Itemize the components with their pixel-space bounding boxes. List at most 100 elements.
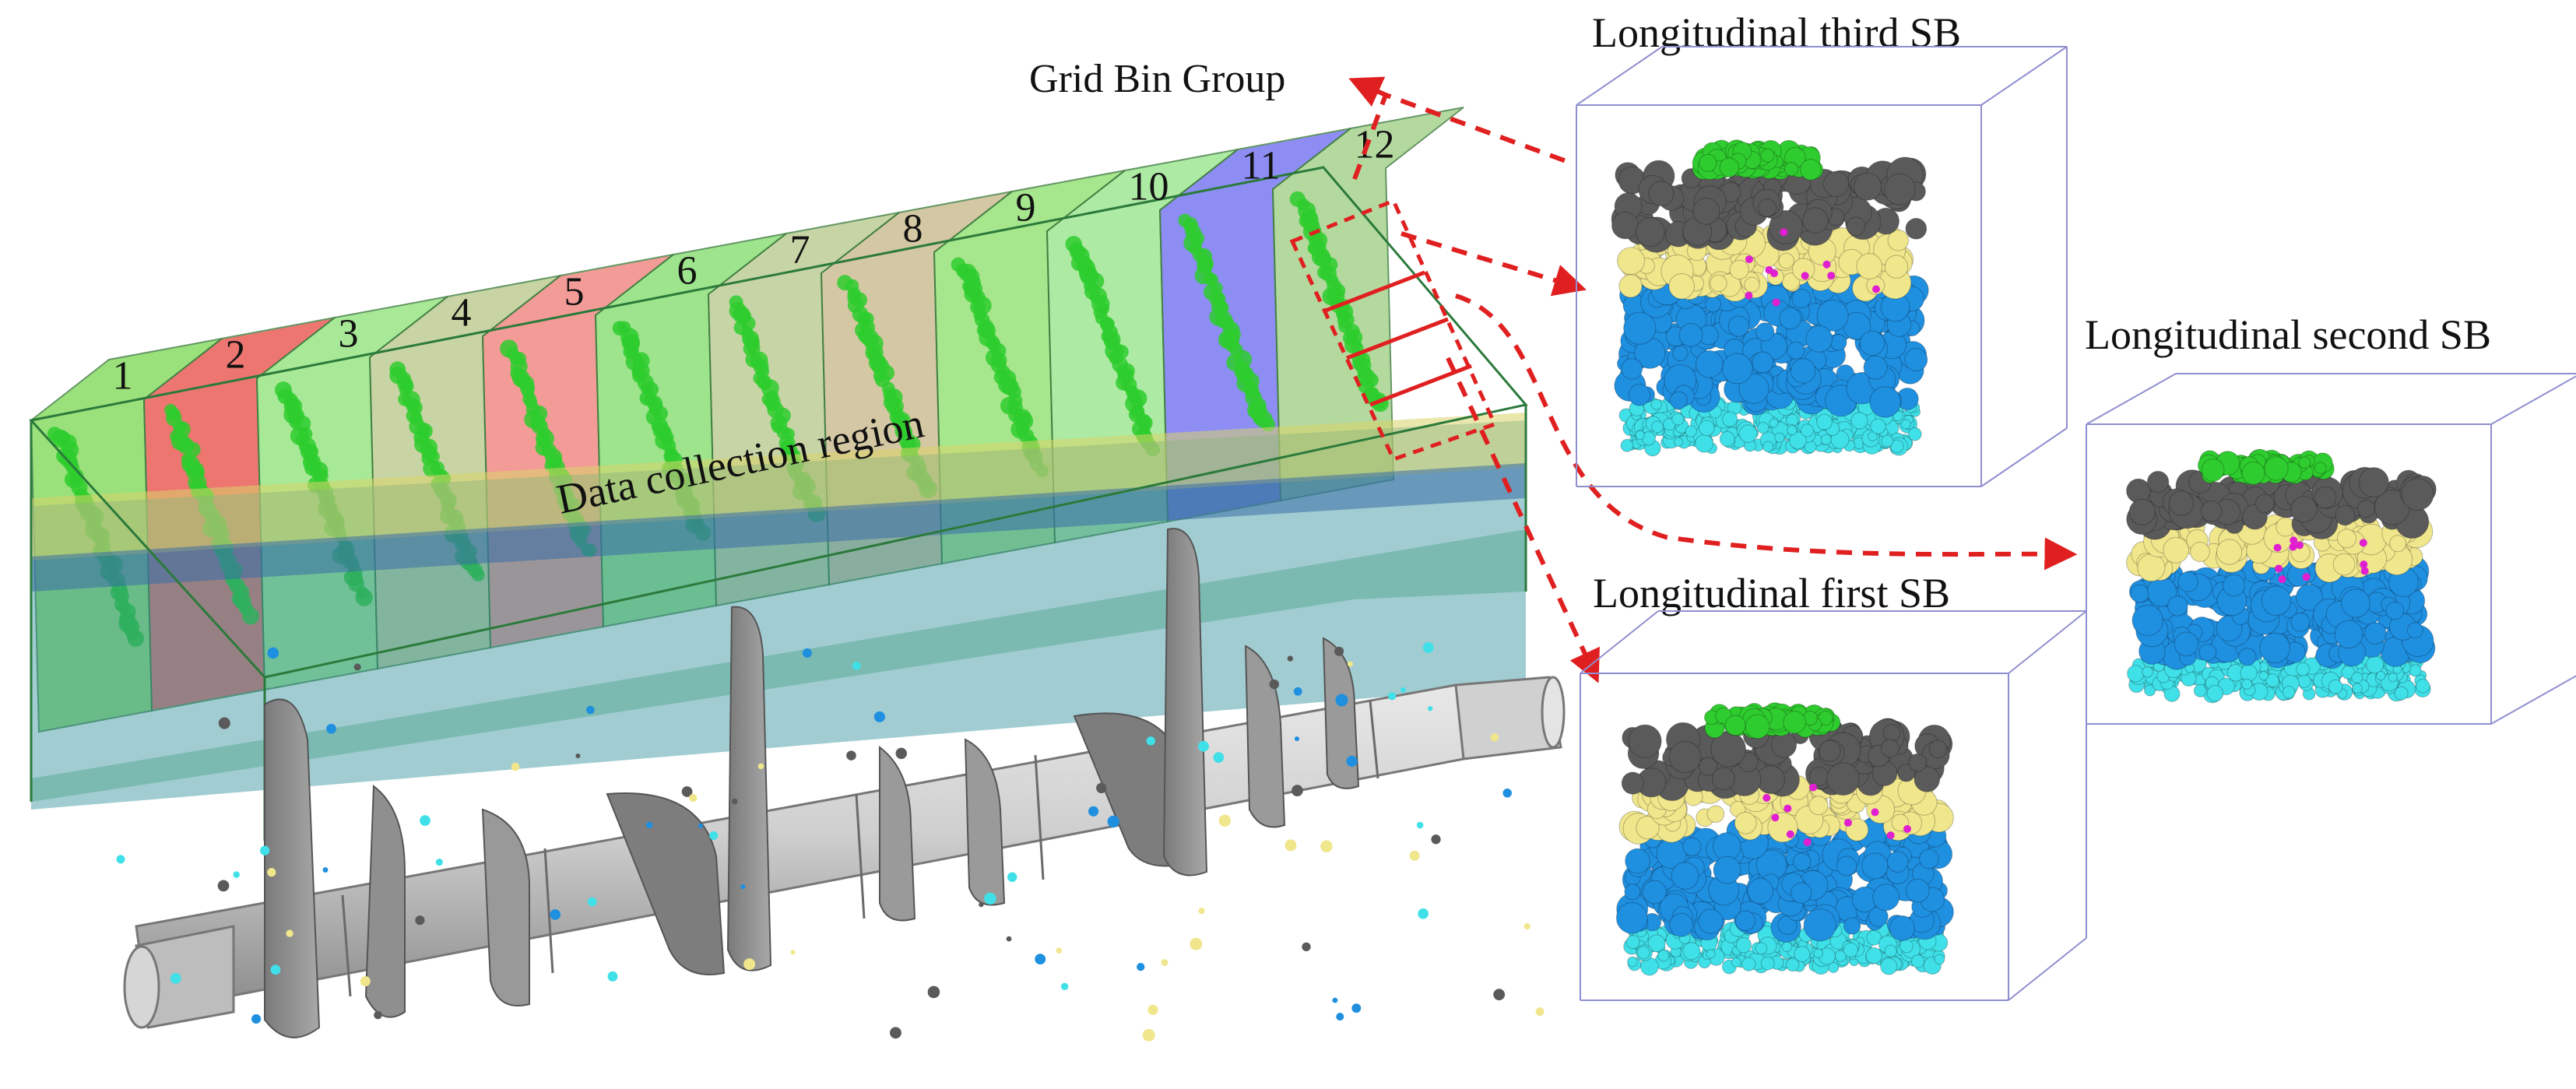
stray-particle <box>1190 937 1203 950</box>
particle <box>1096 302 1110 315</box>
particle <box>1628 383 1651 406</box>
stray-particle <box>698 823 704 828</box>
particle <box>1721 353 1753 385</box>
particle <box>1102 325 1118 340</box>
particle <box>1868 431 1878 441</box>
particle <box>1755 942 1768 955</box>
stray-particle <box>1428 706 1433 711</box>
particle <box>1137 415 1153 431</box>
particle <box>1738 373 1769 404</box>
particle <box>1789 431 1807 450</box>
particle <box>2216 539 2243 565</box>
particle <box>1678 322 1703 347</box>
stray-particle <box>322 867 329 873</box>
stray-particle <box>979 902 984 908</box>
particle <box>1731 957 1741 968</box>
particle <box>859 319 876 335</box>
particle <box>2314 462 2327 475</box>
particle <box>1624 883 1641 901</box>
trough-front-face <box>31 529 1526 802</box>
particle <box>1699 757 1718 776</box>
bin-number-9: 9 <box>1016 186 1036 230</box>
particle <box>2363 622 2387 645</box>
particle <box>1890 439 1904 454</box>
particle <box>2290 612 2311 632</box>
tracer-particle <box>1780 228 1788 237</box>
tracer-particle <box>1745 255 1753 264</box>
screw-shaft <box>116 528 1566 1042</box>
particle <box>1738 424 1758 443</box>
particle <box>2296 583 2323 611</box>
particle <box>2265 673 2279 687</box>
stray-particle <box>170 973 181 984</box>
particle <box>2290 496 2318 523</box>
tracer-particle <box>1784 804 1792 813</box>
stray-particle <box>1096 782 1107 794</box>
particle <box>1779 307 1801 330</box>
stray-particle <box>1416 821 1424 829</box>
particle <box>1250 397 1267 413</box>
particle <box>1000 370 1017 387</box>
particle <box>2168 490 2195 516</box>
tracer-particle <box>1745 291 1753 300</box>
particle <box>1635 430 1646 441</box>
particle <box>2128 498 2156 525</box>
arrow-to-first-sb <box>1446 357 1600 683</box>
arrow-to-second-sb <box>1455 293 2078 571</box>
particle <box>1883 173 1916 206</box>
particle <box>2385 601 2405 620</box>
particle <box>400 379 414 393</box>
particle <box>865 343 884 362</box>
bin-number-6: 6 <box>677 249 698 293</box>
particle <box>1642 880 1667 905</box>
particle <box>407 399 423 416</box>
particle <box>1758 198 1777 217</box>
particle <box>1861 852 1889 880</box>
particle <box>1910 954 1925 968</box>
particle <box>1355 352 1371 367</box>
particle <box>1364 373 1379 388</box>
stray-particle <box>1060 982 1069 990</box>
particle <box>1856 253 1883 280</box>
particle <box>2200 501 2223 522</box>
stray-particle <box>420 815 431 826</box>
particle <box>2259 632 2290 664</box>
particle <box>2336 529 2357 549</box>
tracer-particle <box>1809 783 1818 792</box>
tracer-particle <box>1765 265 1773 274</box>
stray-particle <box>374 1010 382 1020</box>
particle <box>1014 412 1034 430</box>
particle <box>2193 683 2207 697</box>
shaft-collars <box>341 700 1379 997</box>
particle <box>1870 418 1886 434</box>
particle <box>747 341 761 355</box>
particle <box>1787 424 1798 436</box>
stray-particle <box>846 750 856 761</box>
particle <box>2376 670 2386 681</box>
particle <box>1628 724 1662 758</box>
particle <box>314 468 329 483</box>
particle <box>979 322 996 339</box>
particle <box>1744 276 1760 293</box>
panel-frame-edge <box>1980 46 2068 106</box>
tracer-particle <box>1772 298 1780 307</box>
particle <box>740 316 756 331</box>
panel-frame-edge <box>1980 427 2068 487</box>
particle <box>1734 811 1757 834</box>
tracer-particle <box>1771 813 1780 822</box>
panel-longitudinal-first-sb <box>1580 610 2087 1001</box>
stray-particle <box>895 747 907 760</box>
particle <box>471 567 485 581</box>
particle <box>1669 912 1694 937</box>
particle <box>1627 956 1638 968</box>
tracer-particle <box>1871 808 1879 817</box>
particle <box>1791 289 1812 309</box>
particle <box>1648 181 1675 207</box>
stray-particle <box>267 868 276 877</box>
particle <box>1114 344 1129 360</box>
stray-particle <box>689 793 698 803</box>
particle <box>1699 153 1717 172</box>
particle <box>2163 536 2190 564</box>
tracer-particle <box>2360 560 2368 569</box>
particle <box>2328 679 2343 694</box>
